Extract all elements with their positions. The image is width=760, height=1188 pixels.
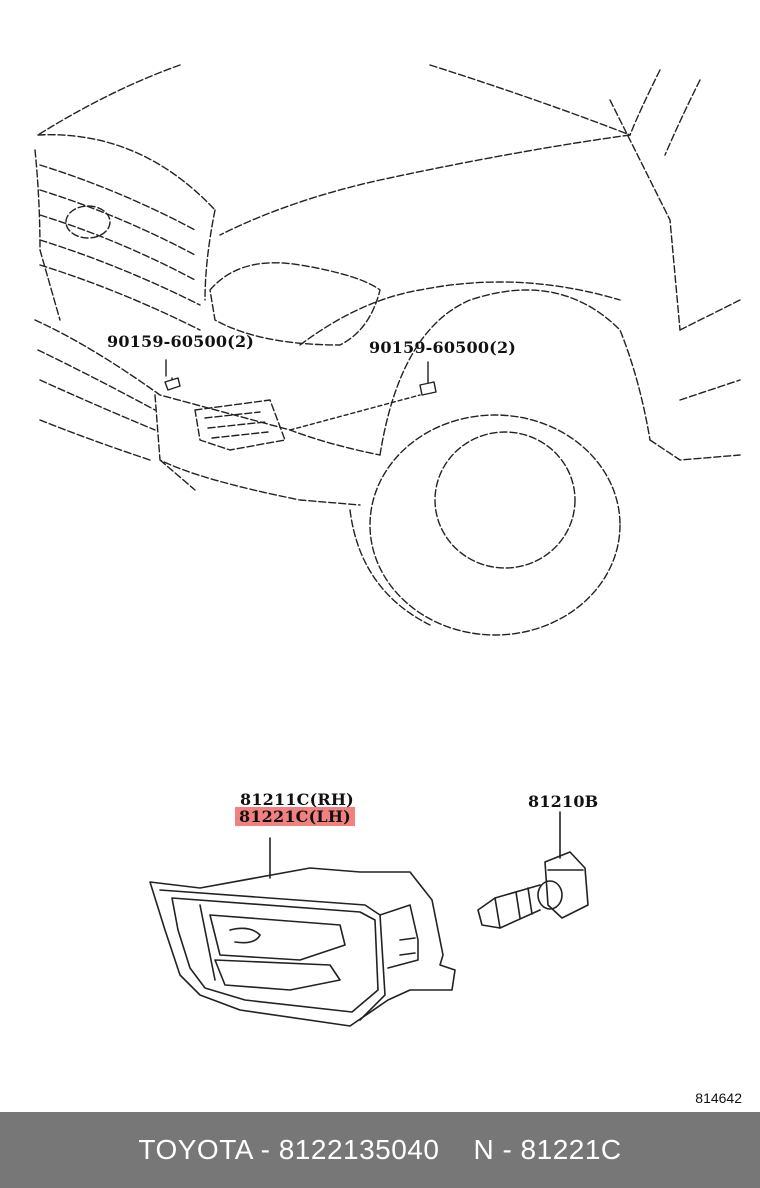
bolt-icon — [164, 359, 181, 391]
diagram-id: 814642 — [695, 1090, 742, 1106]
bulb-icon — [477, 811, 589, 929]
bolt-icon-right — [419, 361, 437, 396]
catalog-reference: N - 81221C — [473, 1134, 622, 1165]
exploded-view-drawing — [34, 64, 741, 1027]
callout-lamp-lh-highlighted[interactable]: 81221C(LH) — [235, 807, 355, 826]
part-number: TOYOTA - 8122135040 — [138, 1134, 440, 1165]
footer-bar: TOYOTA - 8122135040 N - 81221C — [0, 1112, 760, 1188]
callout-lamp-rh: 81211C(RH) — [240, 790, 354, 809]
vehicle-front-illustration — [34, 64, 741, 636]
callout-bulb: 81210B — [528, 792, 599, 811]
parts-diagram: 90159-60500(2) 90159-60500(2) 81211C(RH)… — [34, 64, 742, 1106]
fog-lamp-assembly — [149, 837, 456, 1027]
callout-bolt-left: 90159-60500(2) — [107, 332, 255, 351]
callout-bolt-right: 90159-60500(2) — [369, 338, 517, 357]
